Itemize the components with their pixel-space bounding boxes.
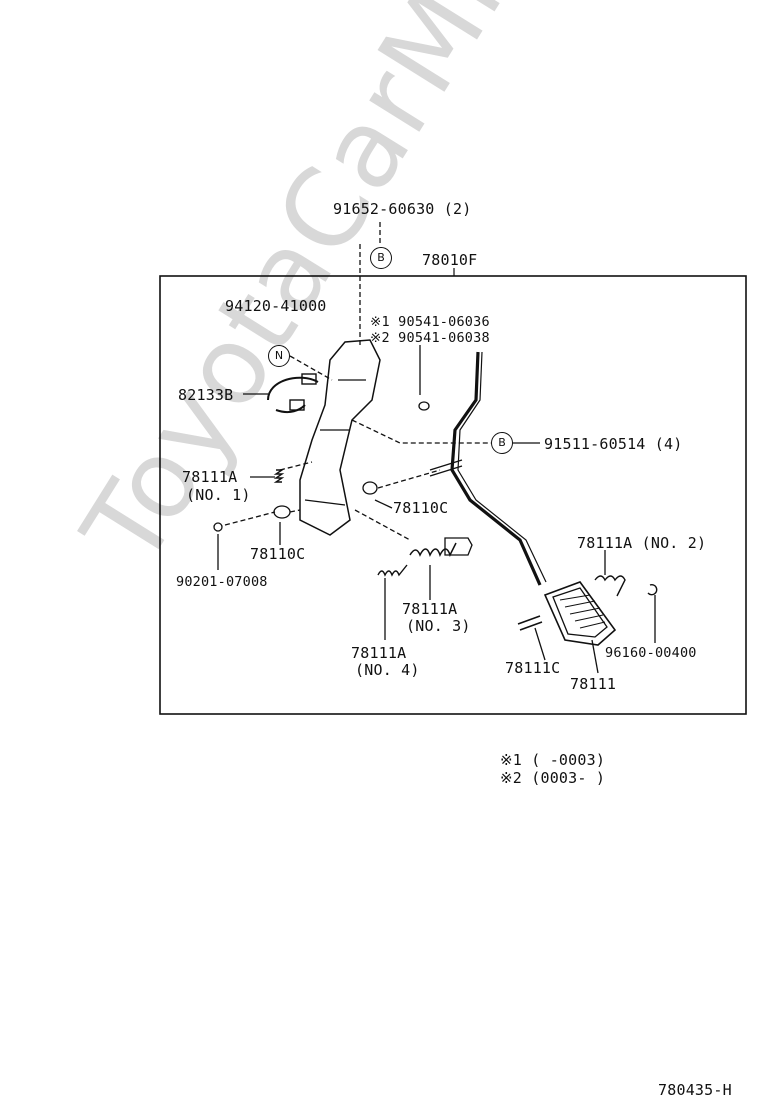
drawing-number: 780435-H xyxy=(658,1081,732,1099)
pedal-arm xyxy=(450,351,542,586)
nut xyxy=(213,522,223,532)
harness xyxy=(267,376,319,414)
callout-n: N xyxy=(268,345,290,367)
label-spring-no4: 78111A xyxy=(351,644,407,662)
callout-b-top: B xyxy=(370,247,392,269)
pedal-pad xyxy=(543,581,617,646)
spring-no1 xyxy=(273,469,285,483)
stopper xyxy=(444,537,473,556)
label-spring-no3-sub: (NO. 3) xyxy=(406,617,471,635)
label-bushing-right: 78110C xyxy=(393,499,449,517)
leader-pin-94120 xyxy=(289,355,333,381)
assembly-frame xyxy=(159,275,747,715)
note-2: ※2 (0003- ) xyxy=(500,769,606,787)
callout-b-right: B xyxy=(491,432,513,454)
label-spring-no4-sub: (NO. 4) xyxy=(355,661,420,679)
label-bolt-top: 91652-60630 (2) xyxy=(333,200,472,218)
label-spring-no1: 78111A xyxy=(182,468,238,486)
label-assembly: 78010F xyxy=(422,251,478,269)
leader-bushing-right xyxy=(374,499,393,509)
bushing-right xyxy=(362,481,378,495)
pedal-bracket xyxy=(299,339,381,536)
label-pin-94120: 94120-41000 xyxy=(225,297,327,315)
label-note2-part: ※2 90541-06038 xyxy=(370,330,490,346)
bolt xyxy=(429,459,463,477)
label-bushing-left: 78110C xyxy=(250,545,306,563)
label-harness-82133b: 82133B xyxy=(178,386,234,404)
leader-bolt-top xyxy=(359,222,381,345)
label-note1-part: ※1 90541-06036 xyxy=(370,314,490,330)
label-spring-no3: 78111A xyxy=(402,600,458,618)
label-ring-96160: 96160-00400 xyxy=(605,645,697,661)
spring-no3 xyxy=(409,542,457,557)
leader-91511 xyxy=(351,419,493,444)
label-pad-78111: 78111 xyxy=(570,675,617,693)
bushing-left xyxy=(273,505,291,519)
label-pin-78111c: 78111C xyxy=(505,659,561,677)
label-nut-90201: 90201-07008 xyxy=(176,574,268,590)
label-spring-no2: 78111A (NO. 2) xyxy=(577,534,707,552)
spring-no2 xyxy=(594,575,626,597)
pin xyxy=(517,615,543,631)
spring-no4 xyxy=(377,564,408,577)
ring xyxy=(647,583,658,596)
note-1: ※1 ( -0003) xyxy=(500,751,606,769)
label-bolt-91511: 91511-60514 (4) xyxy=(544,435,683,453)
label-spring-no1-sub: (NO. 1) xyxy=(186,486,251,504)
